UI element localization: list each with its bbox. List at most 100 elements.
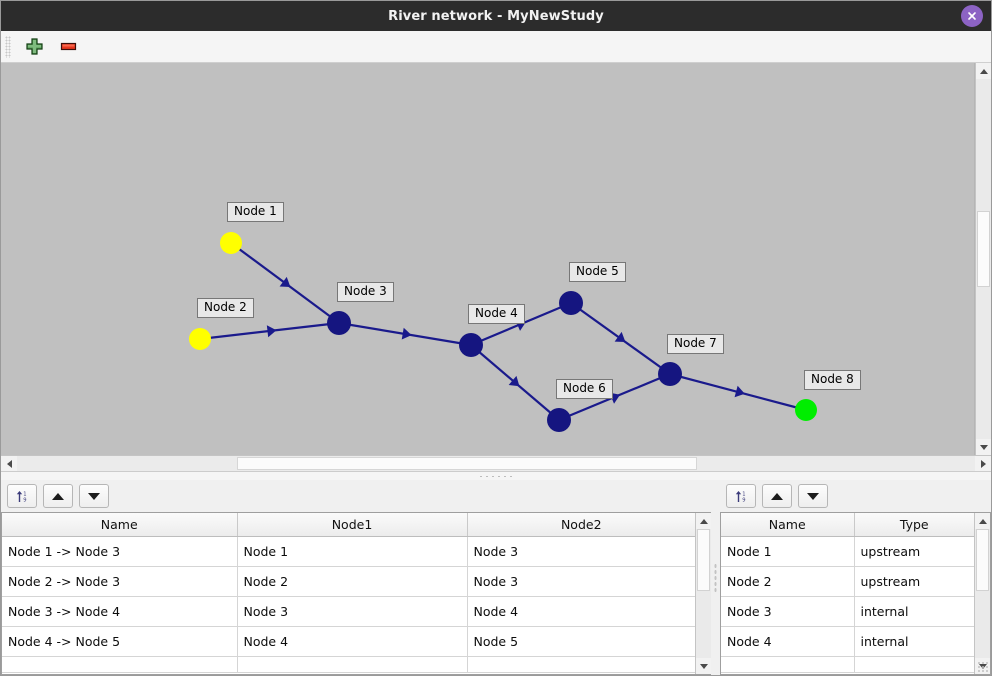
table-cell[interactable] bbox=[2, 656, 238, 673]
scroll-thumb[interactable] bbox=[977, 211, 990, 287]
table-cell[interactable]: Node 2 -> Node 3 bbox=[2, 566, 238, 597]
nodes-scroll-up-button[interactable] bbox=[975, 513, 990, 529]
nodes-move-down-button[interactable] bbox=[798, 484, 828, 508]
toolbar-grip[interactable] bbox=[5, 35, 11, 58]
table-cell[interactable]: Node 4 bbox=[467, 596, 695, 627]
table-cell[interactable]: Node 3 bbox=[721, 596, 855, 627]
table-cell[interactable]: internal bbox=[854, 596, 974, 627]
scroll-track[interactable] bbox=[976, 79, 991, 439]
node-label[interactable]: Node 4 bbox=[468, 304, 525, 324]
hscroll-thumb[interactable] bbox=[237, 457, 697, 470]
graph-node[interactable] bbox=[795, 399, 817, 421]
graph-node[interactable] bbox=[658, 362, 682, 386]
horizontal-splitter[interactable] bbox=[1, 471, 991, 480]
column-header[interactable]: Name bbox=[2, 513, 238, 537]
branches-scroll-down-button[interactable] bbox=[696, 658, 711, 674]
table-cell[interactable]: Node 2 bbox=[721, 566, 855, 597]
scroll-left-button[interactable] bbox=[1, 456, 17, 471]
branches-move-up-button[interactable] bbox=[43, 484, 73, 508]
table-cell[interactable] bbox=[854, 656, 974, 673]
table-cell[interactable] bbox=[721, 656, 855, 673]
column-header[interactable]: Node1 bbox=[237, 513, 468, 537]
nodes-sort-button[interactable]: 1 9 bbox=[726, 484, 756, 508]
node-label[interactable]: Node 5 bbox=[569, 262, 626, 282]
node-label[interactable]: Node 2 bbox=[197, 298, 254, 318]
table-cell[interactable]: Node 5 bbox=[467, 626, 695, 657]
graph-node[interactable] bbox=[547, 408, 571, 432]
table-cell[interactable]: Node 1 bbox=[237, 536, 468, 567]
remove-node-button[interactable] bbox=[55, 34, 81, 60]
table-cell[interactable]: Node 1 bbox=[721, 536, 855, 567]
nodes-scroll-thumb[interactable] bbox=[976, 529, 989, 591]
branches-sort-button[interactable]: 1 9 bbox=[7, 484, 37, 508]
graph-node[interactable] bbox=[327, 311, 351, 335]
table-cell[interactable]: Node 2 bbox=[237, 566, 468, 597]
branches-scroll-track[interactable] bbox=[696, 529, 711, 658]
table-cell[interactable]: Node 4 -> Node 5 bbox=[2, 626, 238, 657]
node-label[interactable]: Node 1 bbox=[227, 202, 284, 222]
vertical-splitter[interactable] bbox=[711, 480, 720, 675]
table-cell[interactable]: upstream bbox=[854, 536, 974, 567]
column-header[interactable]: Name bbox=[721, 513, 855, 537]
table-cell[interactable] bbox=[237, 656, 468, 673]
node-label[interactable]: Node 3 bbox=[337, 282, 394, 302]
network-canvas[interactable]: Node 1 Node 2 Node 3 Node 4 Node 5 Node 6 Node… bbox=[1, 63, 976, 455]
arrow-left-icon bbox=[6, 459, 12, 468]
scroll-down-button[interactable] bbox=[976, 439, 991, 455]
svg-text:1: 1 bbox=[23, 491, 26, 497]
svg-text:9: 9 bbox=[742, 497, 745, 503]
table-cell[interactable]: upstream bbox=[854, 566, 974, 597]
node-label[interactable]: Node 7 bbox=[667, 334, 724, 354]
nodes-vertical-scrollbar[interactable] bbox=[974, 513, 990, 674]
column-header[interactable]: Type bbox=[854, 513, 974, 537]
graph-node[interactable] bbox=[459, 333, 483, 357]
table-cell[interactable] bbox=[467, 656, 695, 673]
table-cell[interactable]: internal bbox=[854, 626, 974, 657]
branches-move-down-button[interactable] bbox=[79, 484, 109, 508]
column-header[interactable]: Node2 bbox=[467, 513, 695, 537]
branches-scroll-up-button[interactable] bbox=[696, 513, 711, 529]
table-cell[interactable]: Node 3 -> Node 4 bbox=[2, 596, 238, 627]
branches-scroll-thumb[interactable] bbox=[697, 529, 710, 591]
close-button[interactable] bbox=[961, 5, 983, 27]
scroll-up-button[interactable] bbox=[976, 63, 991, 79]
table-cell[interactable]: Node 4 bbox=[237, 626, 468, 657]
resize-grip[interactable] bbox=[977, 661, 989, 673]
title-bar: River network - MyNewStudy bbox=[1, 1, 991, 31]
branches-vertical-scrollbar[interactable] bbox=[695, 513, 711, 674]
nodes-move-up-button[interactable] bbox=[762, 484, 792, 508]
table-cell[interactable]: Node 3 bbox=[467, 566, 695, 597]
graph-node[interactable] bbox=[559, 291, 583, 315]
node-label[interactable]: Node 6 bbox=[556, 379, 613, 399]
table-row-partial[interactable] bbox=[2, 656, 695, 673]
table-cell[interactable]: Node 3 bbox=[467, 536, 695, 567]
add-node-button[interactable] bbox=[21, 34, 47, 60]
edge-arrow-icon bbox=[266, 325, 277, 338]
table-cell[interactable]: Node 1 -> Node 3 bbox=[2, 536, 238, 567]
hscroll-track[interactable] bbox=[17, 456, 975, 471]
table-cell[interactable]: Node 4 bbox=[721, 626, 855, 657]
canvas-horizontal-scrollbar[interactable] bbox=[1, 455, 991, 471]
table-cell[interactable]: Node 3 bbox=[237, 596, 468, 627]
graph-node[interactable] bbox=[220, 232, 242, 254]
table-row-partial[interactable] bbox=[721, 656, 974, 673]
canvas-vertical-scrollbar[interactable] bbox=[975, 63, 991, 455]
graph-node[interactable] bbox=[189, 328, 211, 350]
scroll-right-button[interactable] bbox=[975, 456, 991, 471]
node-label[interactable]: Node 8 bbox=[804, 370, 861, 390]
nodes-scroll-track[interactable] bbox=[975, 529, 990, 658]
arrow-up-icon bbox=[979, 68, 988, 74]
